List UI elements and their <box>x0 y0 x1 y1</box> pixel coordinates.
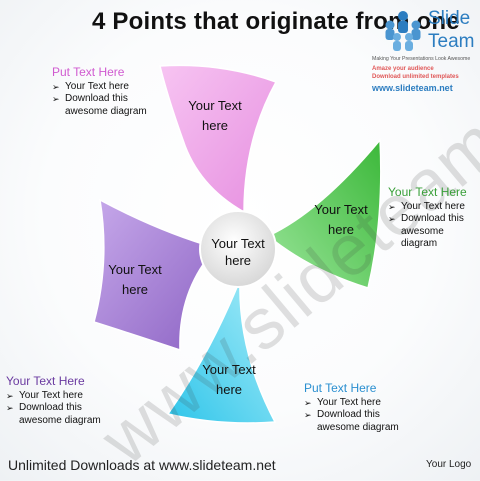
logo-url: www.slideteam.net <box>372 83 453 93</box>
your-logo-placeholder: Your Logo <box>426 459 472 470</box>
block-item: Your Text here <box>52 81 147 94</box>
text-block-right: Your Text Here Your Text here Download t… <box>388 186 480 251</box>
block-item-continuation: awesome diagram <box>65 105 147 117</box>
block-item-continuation: awesome diagram <box>19 414 101 426</box>
logo-tagline: Making Your Presentations Look Awesome <box>372 56 471 62</box>
block-heading: Put Text Here <box>52 65 125 79</box>
logo-brand-line1: Slide <box>428 8 471 29</box>
slideteam-logo: Slide Team Making Your Presentations Loo… <box>372 6 480 100</box>
block-heading: Your Text Here <box>388 185 467 199</box>
logo-brand-line2: Team <box>428 31 475 52</box>
block-heading: Your Text Here <box>6 374 85 388</box>
people-icon <box>385 11 421 51</box>
block-item: Your Text here <box>388 201 480 214</box>
block-item: Your Text here <box>304 397 399 410</box>
text-block-bottom-right: Put Text Here Your Text here Download th… <box>304 382 399 434</box>
text-block-top-left: Put Text Here Your Text here Download th… <box>52 66 147 118</box>
block-item: Download this <box>304 409 399 422</box>
footer-text: Unlimited Downloads at www.slideteam.net <box>8 457 276 473</box>
petal-right <box>266 138 382 289</box>
block-item: Your Text here <box>6 390 101 403</box>
block-heading: Put Text Here <box>304 381 377 395</box>
text-block-bottom-left: Your Text Here Your Text here Download t… <box>6 375 101 427</box>
center-circle <box>199 210 277 288</box>
petal-top <box>159 64 278 214</box>
block-item: Download this <box>6 402 101 415</box>
block-item: Download this <box>388 213 480 226</box>
block-item-continuation: awesome diagram <box>317 421 399 433</box>
logo-promo-line1: Amaze your audience <box>372 66 434 72</box>
petal-bottom <box>166 279 277 424</box>
petal-left <box>93 198 218 352</box>
block-item: Download this <box>52 93 147 106</box>
block-item-continuation: awesome diagram <box>401 225 444 250</box>
logo-promo-line2: Download unlimited templates <box>372 74 459 80</box>
